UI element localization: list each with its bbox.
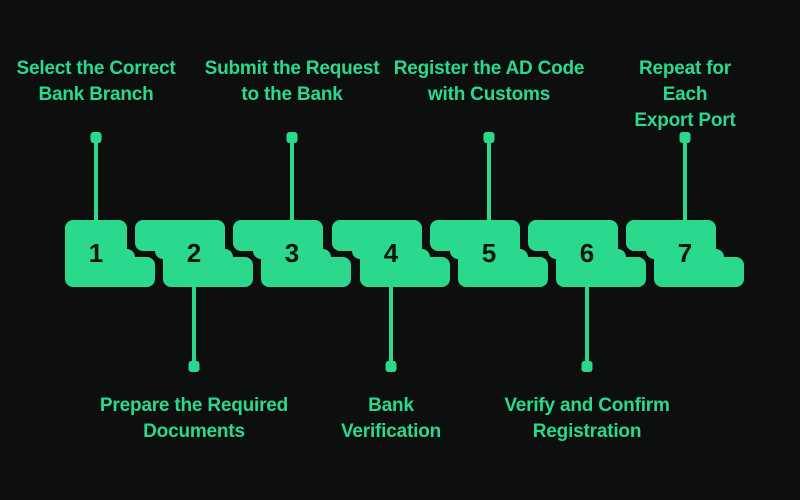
step-number: 5 bbox=[482, 238, 496, 268]
step-piece bbox=[135, 220, 253, 287]
step-group: 6 bbox=[528, 220, 646, 372]
step-piece bbox=[332, 220, 450, 287]
connector-cap bbox=[90, 132, 102, 143]
connector-line bbox=[192, 285, 196, 361]
step-piece bbox=[233, 220, 351, 287]
step-label: Bank Verification bbox=[340, 395, 442, 442]
connector-cap bbox=[286, 132, 298, 143]
step-label: Select the Correct Bank Branch bbox=[16, 58, 176, 105]
connector-line bbox=[290, 143, 294, 222]
step-number: 3 bbox=[285, 238, 299, 268]
connector-line bbox=[389, 285, 393, 361]
step-piece bbox=[65, 220, 155, 287]
step-group: 7 bbox=[626, 132, 744, 287]
step-group: 1 bbox=[65, 132, 155, 287]
step-number: 6 bbox=[580, 238, 594, 268]
step-piece bbox=[528, 220, 646, 287]
step-piece bbox=[626, 220, 744, 287]
step-number: 2 bbox=[187, 238, 201, 268]
step-group: 5 bbox=[430, 132, 548, 287]
step-label: Repeat for Each Export Port bbox=[634, 58, 736, 131]
step-label: Submit the Request to the Bank bbox=[204, 58, 380, 105]
step-number: 4 bbox=[384, 238, 399, 268]
step-label: Verify and Confirm Registration bbox=[504, 395, 670, 442]
step-piece bbox=[430, 220, 548, 287]
step-label: Register the AD Code with Customs bbox=[393, 58, 585, 105]
connector-cap bbox=[581, 361, 593, 372]
step-group: 2 bbox=[135, 220, 253, 372]
connector-line bbox=[683, 143, 687, 222]
connector-cap bbox=[483, 132, 495, 143]
connector-cap bbox=[679, 132, 691, 143]
connector-cap bbox=[385, 361, 397, 372]
step-group: 3 bbox=[233, 132, 351, 287]
step-number: 1 bbox=[89, 238, 103, 268]
connector-line bbox=[94, 143, 98, 222]
connector-line bbox=[487, 143, 491, 222]
connector-line bbox=[585, 285, 589, 361]
connector-cap bbox=[188, 361, 200, 372]
step-group: 4 bbox=[332, 220, 450, 372]
step-number: 7 bbox=[678, 238, 692, 268]
step-label: Prepare the Required Documents bbox=[99, 395, 289, 442]
